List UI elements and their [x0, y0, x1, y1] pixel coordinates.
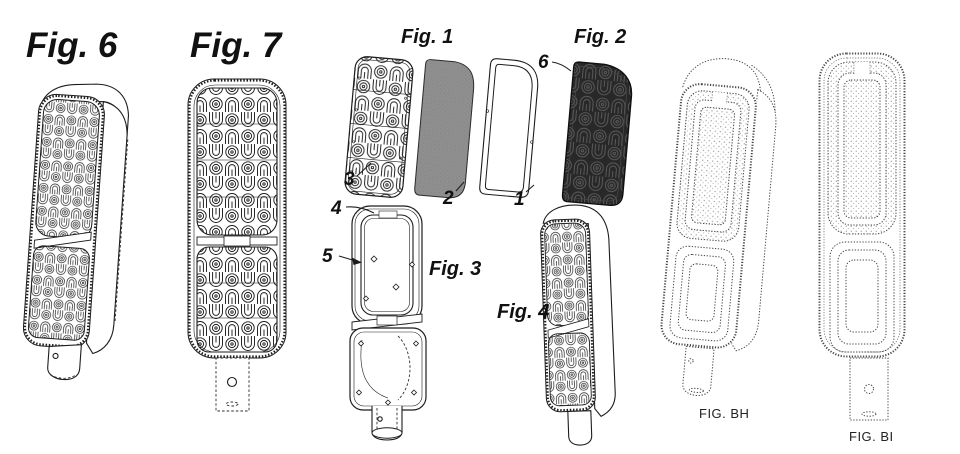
fig4-upper-grille	[544, 222, 589, 327]
fig1-diffuser-panel	[414, 59, 475, 199]
fig7-upper-grille	[196, 87, 278, 236]
leader-6	[551, 61, 572, 72]
fig7-divider-tab	[223, 235, 251, 247]
fig3-top-tab	[378, 210, 398, 219]
ref-numeral-5: 5	[322, 246, 333, 267]
fig2-dark-grille-panel	[561, 61, 633, 207]
leader-5-arrowhead	[352, 257, 362, 265]
fig4-lower-grille	[547, 332, 592, 407]
figBH-drawing	[659, 58, 777, 396]
ref-numeral-3: 3	[344, 169, 355, 190]
fig4-assembled-drawing	[540, 204, 616, 446]
leader-1	[525, 184, 535, 193]
figBH-label: FIG. BH	[699, 406, 750, 421]
figBH-center-stipple	[691, 106, 736, 226]
fig7-rope-border	[188, 79, 286, 358]
fig7-mount-bracket	[215, 357, 250, 412]
fig6-label: Fig. 6	[26, 26, 118, 65]
figBH-pole-bolt	[688, 358, 694, 364]
fig7-lower-grille	[196, 246, 278, 353]
fig3-tube-opening	[371, 427, 403, 439]
fig4-side-face	[542, 204, 616, 418]
figBI-mount-bracket	[849, 357, 889, 421]
leader-lines	[338, 61, 572, 262]
fig7-drawing	[187, 78, 287, 412]
fig6-upper-grille	[35, 98, 100, 239]
figBI-bracket-detail	[861, 411, 877, 417]
fig3-lower-bosses	[355, 340, 420, 406]
figBI-label: FIG. BI	[849, 429, 894, 444]
fig6-divider-band	[33, 231, 92, 249]
fig1-grille-panel	[344, 56, 414, 198]
fig3-label: Fig. 3	[429, 258, 482, 280]
figBI-center-stipple	[843, 79, 881, 219]
fig4-label: Fig. 4	[497, 301, 550, 323]
fig4-divider-band	[547, 318, 590, 339]
ref-numeral-4: 4	[331, 198, 342, 219]
fig1-label: Fig. 1	[401, 26, 454, 48]
fig7-bracket-hole	[226, 376, 238, 388]
leader-4	[345, 206, 375, 214]
fig4-pole	[567, 410, 593, 446]
fig7-upper-rows	[197, 123, 277, 198]
figBI-drawing	[818, 52, 906, 421]
leader-3	[356, 162, 372, 177]
fig1-gasket-frame	[479, 58, 539, 198]
fig3-housing-drawing	[349, 205, 427, 441]
fig3-screw-bosses	[362, 255, 416, 302]
fig6-pole-bottom	[49, 374, 77, 379]
fig7-lower-rows	[197, 282, 277, 319]
fig6-drawing	[22, 83, 130, 381]
fig3-interior-curve	[360, 339, 389, 399]
figBH-side-face	[730, 88, 777, 352]
figBH-top-cap	[682, 58, 761, 94]
fig6-lower-grille	[27, 245, 90, 341]
ref-numeral-1: 1	[514, 189, 525, 210]
figBI-lower-section	[829, 241, 895, 353]
figBI-bracket-hole	[864, 384, 874, 394]
fig6-rope-border	[23, 94, 104, 348]
fig6-side-face	[85, 100, 128, 355]
leader-2	[455, 181, 465, 192]
fig7-label: Fig. 7	[190, 26, 282, 65]
fig7-bracket-detail	[225, 401, 239, 407]
fig6-pole-bolt	[52, 352, 59, 359]
figBH-lower-section	[669, 245, 735, 342]
ref-numeral-6: 6	[538, 52, 549, 73]
fig6-pole	[47, 344, 82, 381]
fig2-label: Fig. 2	[574, 26, 627, 48]
fig3-tube-bolt	[377, 416, 383, 422]
ref-numeral-2: 2	[443, 188, 454, 209]
